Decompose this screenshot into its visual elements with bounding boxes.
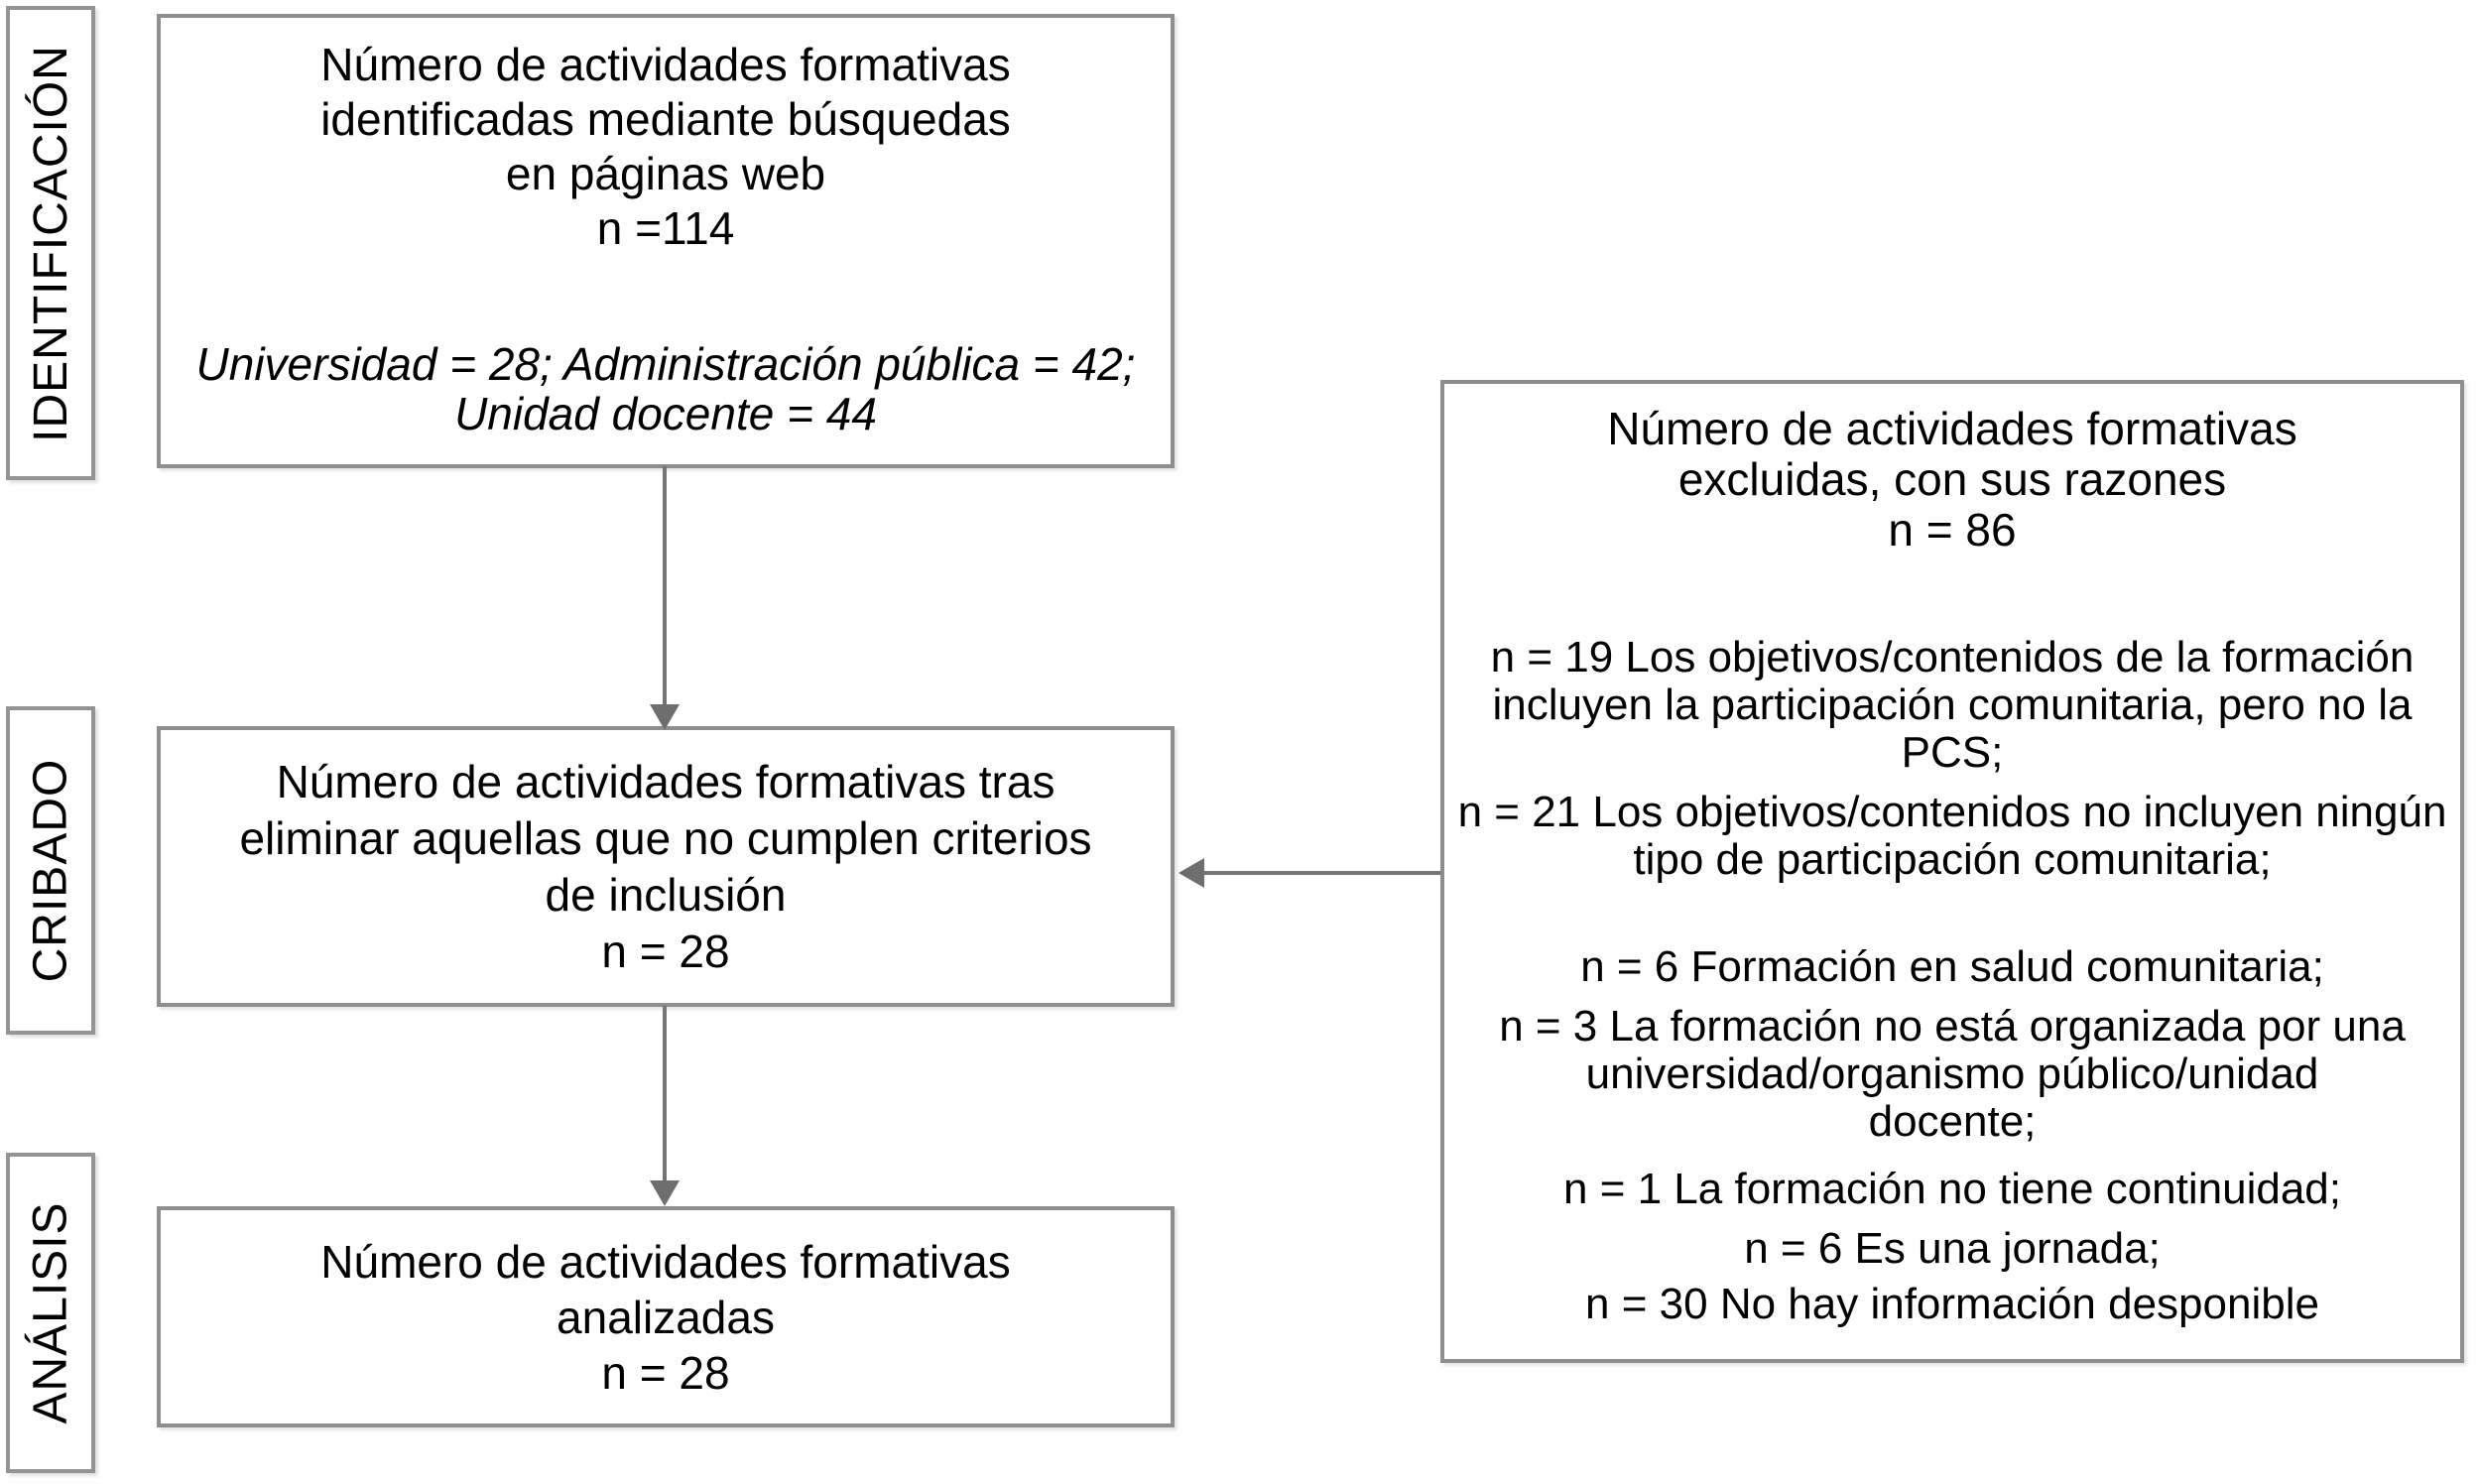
text-line: n = 6 Formación en salud comunitaria; bbox=[1580, 942, 2324, 991]
box-analyzed: Número de actividades formativas analiza… bbox=[157, 1206, 1175, 1427]
text-line: Número de actividades formativas tras bbox=[276, 755, 1055, 807]
text-line: identificadas mediante búsquedas bbox=[320, 93, 1011, 145]
text-line: universidad/organismo público/unidad bbox=[1585, 1050, 2319, 1098]
text-line: Número de actividades formativas bbox=[320, 1235, 1011, 1288]
exclusion-reason: n = 19 Los objetivos/contenidos de la fo… bbox=[1444, 634, 2460, 777]
box-excluded-title: Número de actividades formativas excluid… bbox=[1444, 404, 2460, 556]
box-identified-title: Número de actividades formativas identif… bbox=[161, 38, 1171, 256]
exclusion-reason: n = 3 La formación no está organizada po… bbox=[1444, 1003, 2460, 1146]
box-screened: Número de actividades formativas tras el… bbox=[157, 726, 1175, 1007]
text-line: Unidad docente = 44 bbox=[454, 388, 877, 439]
arrow-line bbox=[663, 466, 667, 706]
text-line: n = 28 bbox=[601, 925, 730, 977]
text-line: Número de actividades formativas bbox=[1607, 403, 2297, 454]
box-identified: Número de actividades formativas identif… bbox=[157, 14, 1175, 468]
arrow-head-left-icon bbox=[1178, 858, 1204, 888]
text-line: analizadas bbox=[557, 1291, 775, 1343]
text-line: n = 30 No hay información desponible bbox=[1585, 1280, 2319, 1328]
stage-label-text: IDENTIFICACIÓN bbox=[24, 44, 77, 442]
text-line: tipo de participación comunitaria; bbox=[1633, 835, 2272, 884]
text-line: n = 21 Los objetivos/contenidos no inclu… bbox=[1457, 788, 2447, 836]
text-line: docente; bbox=[1868, 1097, 2037, 1146]
stage-label-cribado: CRIBADO bbox=[6, 706, 95, 1035]
text-line: n =114 bbox=[596, 202, 735, 254]
box-excluded: Número de actividades formativas excluid… bbox=[1440, 380, 2464, 1363]
box-excluded-reasons: n = 19 Los objetivos/contenidos de la fo… bbox=[1444, 634, 2460, 1328]
text-line: de inclusión bbox=[545, 868, 787, 921]
text-line: PCS; bbox=[1901, 728, 2004, 777]
exclusion-reason: n = 30 No hay información desponible bbox=[1444, 1281, 2460, 1328]
exclusion-reason: n = 6 Formación en salud comunitaria; bbox=[1444, 943, 2460, 991]
text-line: n = 86 bbox=[1888, 504, 2017, 556]
exclusion-reason: n = 21 Los objetivos/contenidos no inclu… bbox=[1444, 789, 2460, 884]
stage-label-text: CRIBADO bbox=[24, 758, 77, 983]
text-line: n = 6 Es una jornada; bbox=[1744, 1224, 2161, 1273]
text-line: n = 28 bbox=[601, 1346, 730, 1399]
text-line: n = 3 La formación no está organizada po… bbox=[1499, 1002, 2406, 1051]
text-line: en páginas web bbox=[505, 148, 826, 199]
arrow-line bbox=[1202, 871, 1440, 875]
text-line: eliminar aquellas que no cumplen criteri… bbox=[239, 811, 1092, 864]
arrow-head-down-icon bbox=[650, 1180, 680, 1206]
stage-label-identificacion: IDENTIFICACIÓN bbox=[6, 6, 95, 480]
exclusion-reason: n = 6 Es una jornada; bbox=[1444, 1225, 2460, 1273]
text-line: n = 1 La formación no tiene continuidad; bbox=[1563, 1165, 2341, 1213]
stage-label-text: ANÁLISIS bbox=[24, 1201, 77, 1424]
text-line: n = 19 Los objetivos/contenidos de la fo… bbox=[1490, 633, 2415, 681]
arrow-head-down-icon bbox=[650, 704, 680, 730]
stage-label-analisis: ANÁLISIS bbox=[6, 1153, 95, 1473]
text-line: incluyen la participación comunitaria, p… bbox=[1492, 680, 2413, 729]
arrow-line bbox=[663, 1006, 667, 1182]
box-identified-breakdown: Universidad = 28; Administración pública… bbox=[161, 339, 1171, 438]
text-line: Número de actividades formativas bbox=[320, 39, 1011, 90]
text-line: Universidad = 28; Administración pública… bbox=[195, 338, 1136, 390]
text-line: excluidas, con sus razones bbox=[1677, 453, 2227, 505]
exclusion-reason: n = 1 La formación no tiene continuidad; bbox=[1444, 1166, 2460, 1213]
